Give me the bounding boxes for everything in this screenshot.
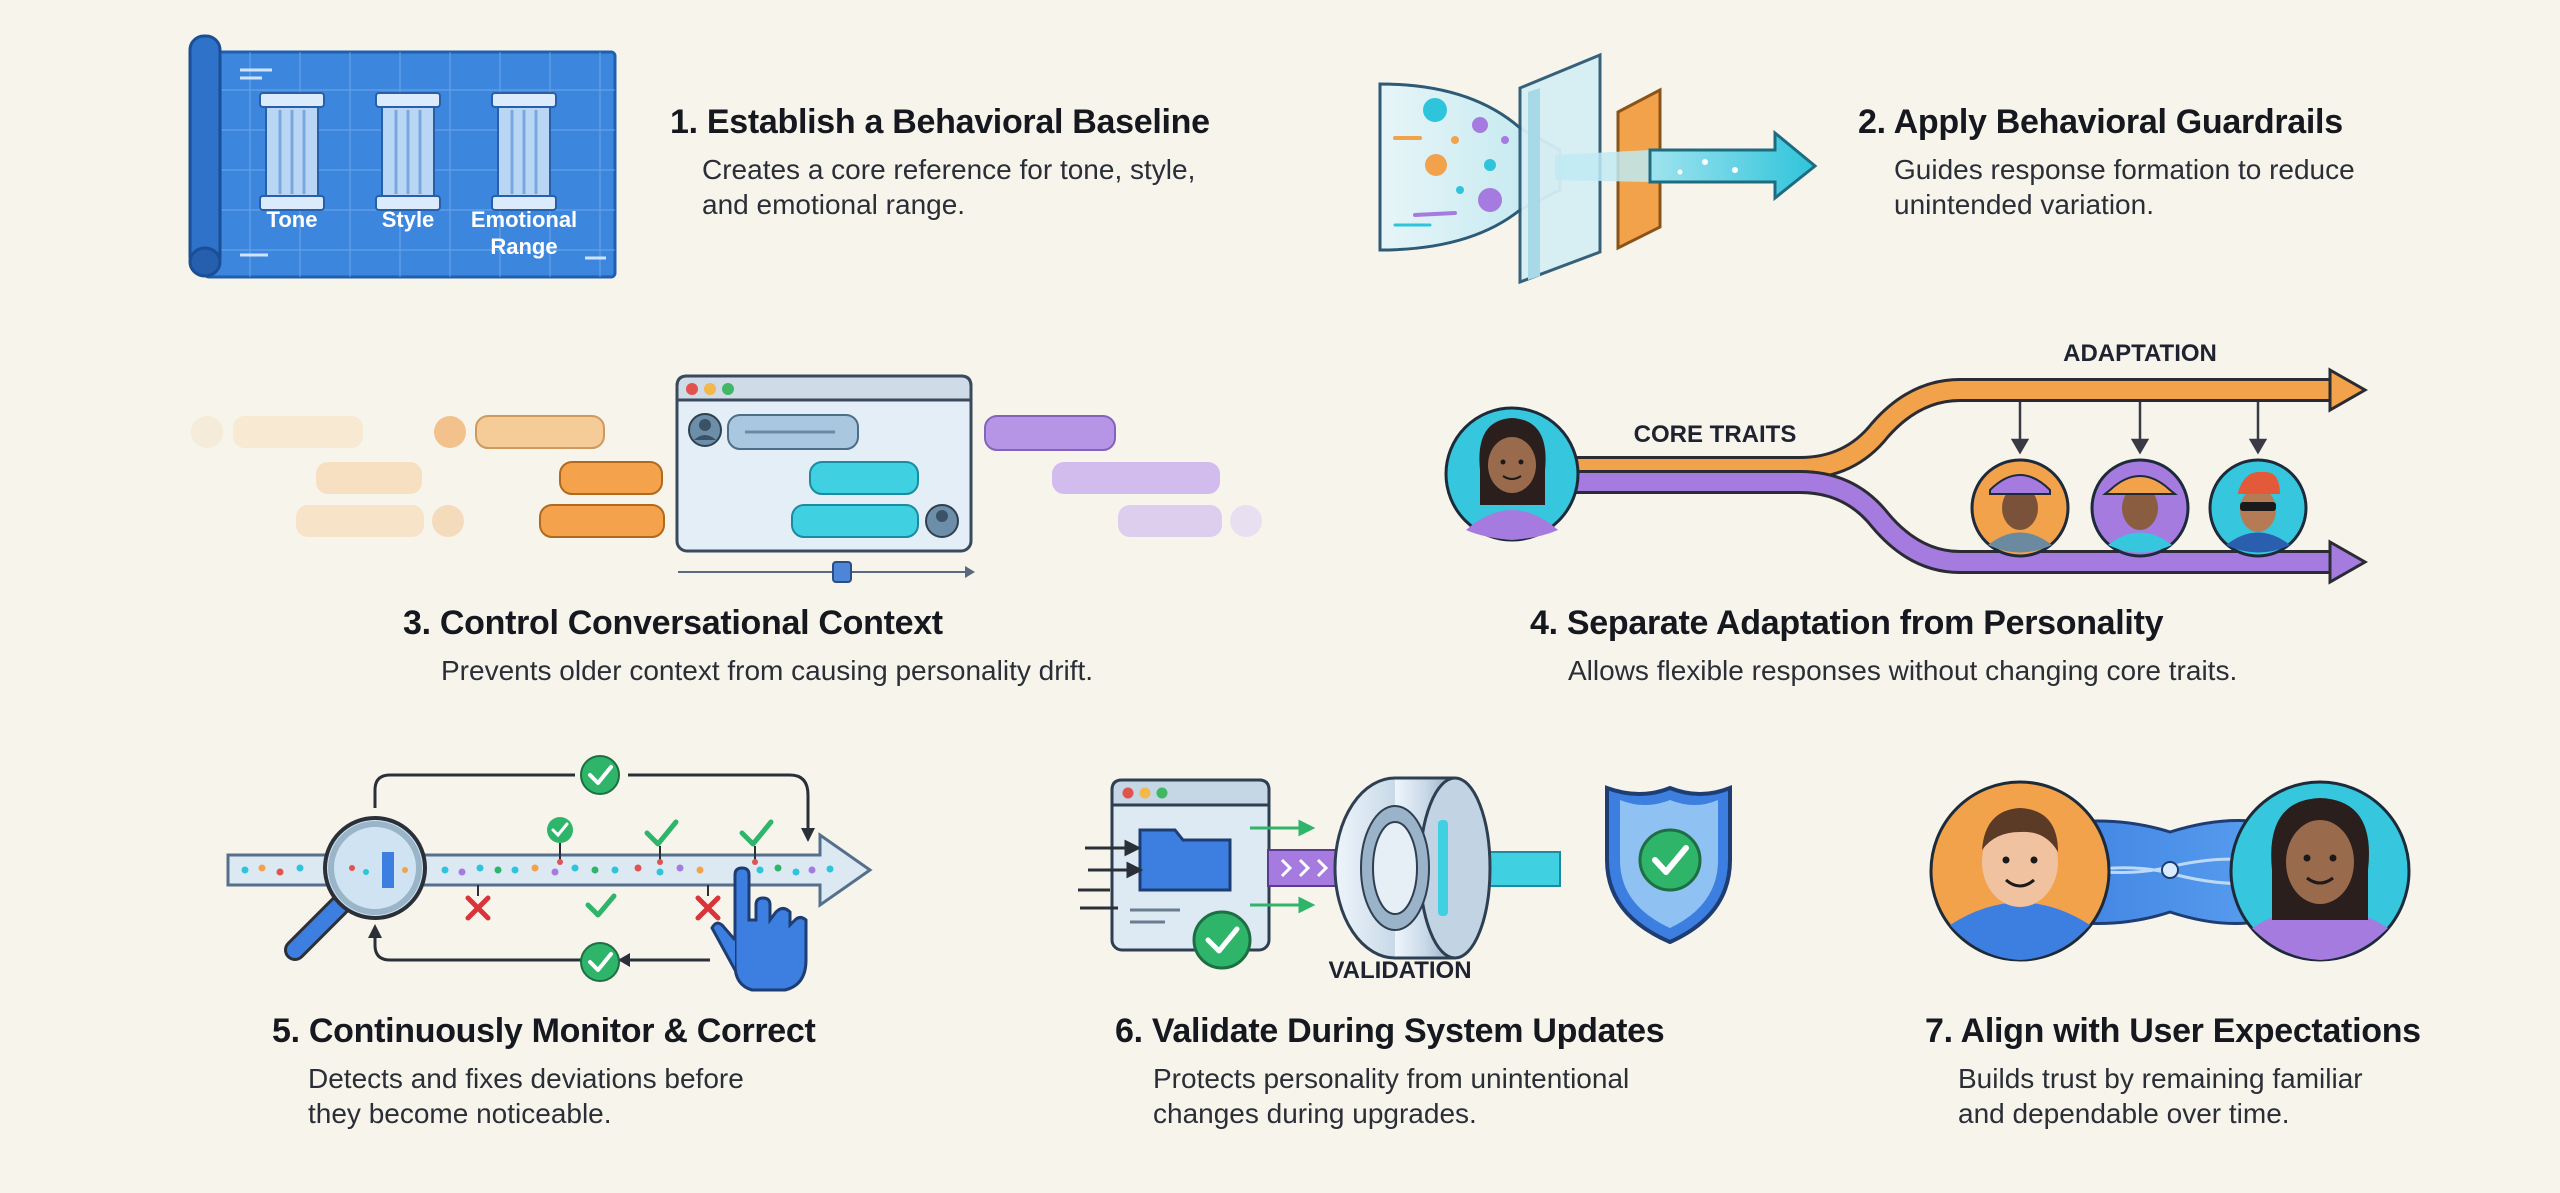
step-7-desc-line-2: and dependable over time. [1958, 1098, 2290, 1129]
chat-window-icon [675, 374, 975, 583]
pillar-label-range: Range [490, 234, 557, 259]
step-6: 6. Validate During System Updates Protec… [1115, 1012, 1665, 1131]
ring-icon [1333, 776, 1492, 960]
step-2-desc-line-2: unintended variation. [1894, 189, 2154, 220]
cross-icon [695, 885, 721, 921]
magnifier-icon [284, 816, 427, 961]
folder-icon [1110, 778, 1271, 952]
pillar-label-tone: Tone [267, 207, 318, 232]
step-6-desc-line-2: changes during upgrades. [1153, 1098, 1477, 1129]
check-icon [580, 942, 620, 982]
step-5-desc-line-1: Detects and fixes deviations before [308, 1063, 744, 1094]
check-icon [547, 817, 573, 865]
check-icon [585, 893, 617, 918]
avatar-icon [1444, 406, 1580, 542]
pillar-label-emotional: Emotional [471, 207, 577, 232]
step-7: 7. Align with User Expectations Builds t… [1925, 1012, 2421, 1131]
step-4-title: 4. Separate Adaptation from Personality [1530, 604, 2164, 642]
avatar-icon [2208, 458, 2308, 558]
pillar-icon [491, 92, 557, 211]
pillar-icon [259, 92, 325, 211]
step-6-desc-line-1: Protects personality from unintentional [1153, 1063, 1630, 1094]
funnel-icon [1378, 52, 1818, 285]
core-traits-label: CORE TRAITS [1634, 421, 1797, 448]
step-1-description: Creates a core reference for tone, style… [670, 152, 1210, 222]
step-1-title: 1. Establish a Behavioral Baseline [670, 103, 1210, 141]
adaptation-paths [1563, 367, 2369, 585]
step-5-description: Detects and fixes deviations before they… [272, 1061, 816, 1131]
shield-icon [1605, 785, 1732, 945]
step-1-desc-line-2: and emotional range. [702, 189, 966, 220]
step-1: 1. Establish a Behavioral Baseline Creat… [670, 103, 1210, 222]
avatar-icon [1970, 458, 2070, 558]
step-2-description: Guides response formation to reduce unin… [1858, 152, 2355, 222]
step-5-desc-line-2: they become noticeable. [308, 1098, 612, 1129]
step-3-desc-line-1: Prevents older context from causing pers… [441, 655, 1094, 686]
step-5-title: 5. Continuously Monitor & Correct [272, 1012, 816, 1050]
check-icon [739, 819, 774, 865]
faded-bubbles-left [191, 415, 665, 538]
step-4: 4. Separate Adaptation from Personality … [1530, 604, 2237, 688]
step-3: 3. Control Conversational Context Preven… [403, 604, 1093, 688]
step-3-title: 3. Control Conversational Context [403, 604, 943, 642]
pillar-label-style: Style [382, 207, 435, 232]
adaptation-label: ADAPTATION [2063, 340, 2217, 367]
input-arrows [1078, 819, 1316, 914]
avatar-icon [2090, 458, 2190, 558]
step-7-description: Builds trust by remaining familiar and d… [1925, 1061, 2421, 1131]
avatar-icon [1929, 780, 2111, 962]
step-2-desc-line-1: Guides response formation to reduce [1894, 154, 2355, 185]
check-icon [644, 819, 679, 865]
faded-bubbles-right [984, 415, 1262, 537]
pillar-icon [375, 92, 441, 211]
step-7-title: 7. Align with User Expectations [1925, 1012, 2421, 1050]
hand-icon [710, 866, 808, 992]
step-6-description: Protects personality from unintentional … [1115, 1061, 1664, 1131]
step-3-description: Prevents older context from causing pers… [403, 653, 1093, 688]
step-4-desc-line-1: Allows flexible responses without changi… [1568, 655, 2238, 686]
monitor-stream [226, 773, 873, 967]
step-6-title: 6. Validate During System Updates [1115, 1012, 1665, 1050]
step-5: 5. Continuously Monitor & Correct Detect… [272, 1012, 816, 1131]
step-4-description: Allows flexible responses without changi… [1530, 653, 2237, 688]
step-7-desc-line-1: Builds trust by remaining familiar [1958, 1063, 2363, 1094]
step-2-title: 2. Apply Behavioral Guardrails [1858, 103, 2343, 141]
step-2: 2. Apply Behavioral Guardrails Guides re… [1858, 103, 2355, 222]
cross-icon [465, 885, 491, 921]
check-icon [1192, 910, 1252, 970]
validation-label: VALIDATION [1328, 957, 1471, 984]
step-1-desc-line-1: Creates a core reference for tone, style… [702, 154, 1196, 185]
check-icon [580, 755, 620, 795]
avatar-icon [2229, 780, 2411, 962]
